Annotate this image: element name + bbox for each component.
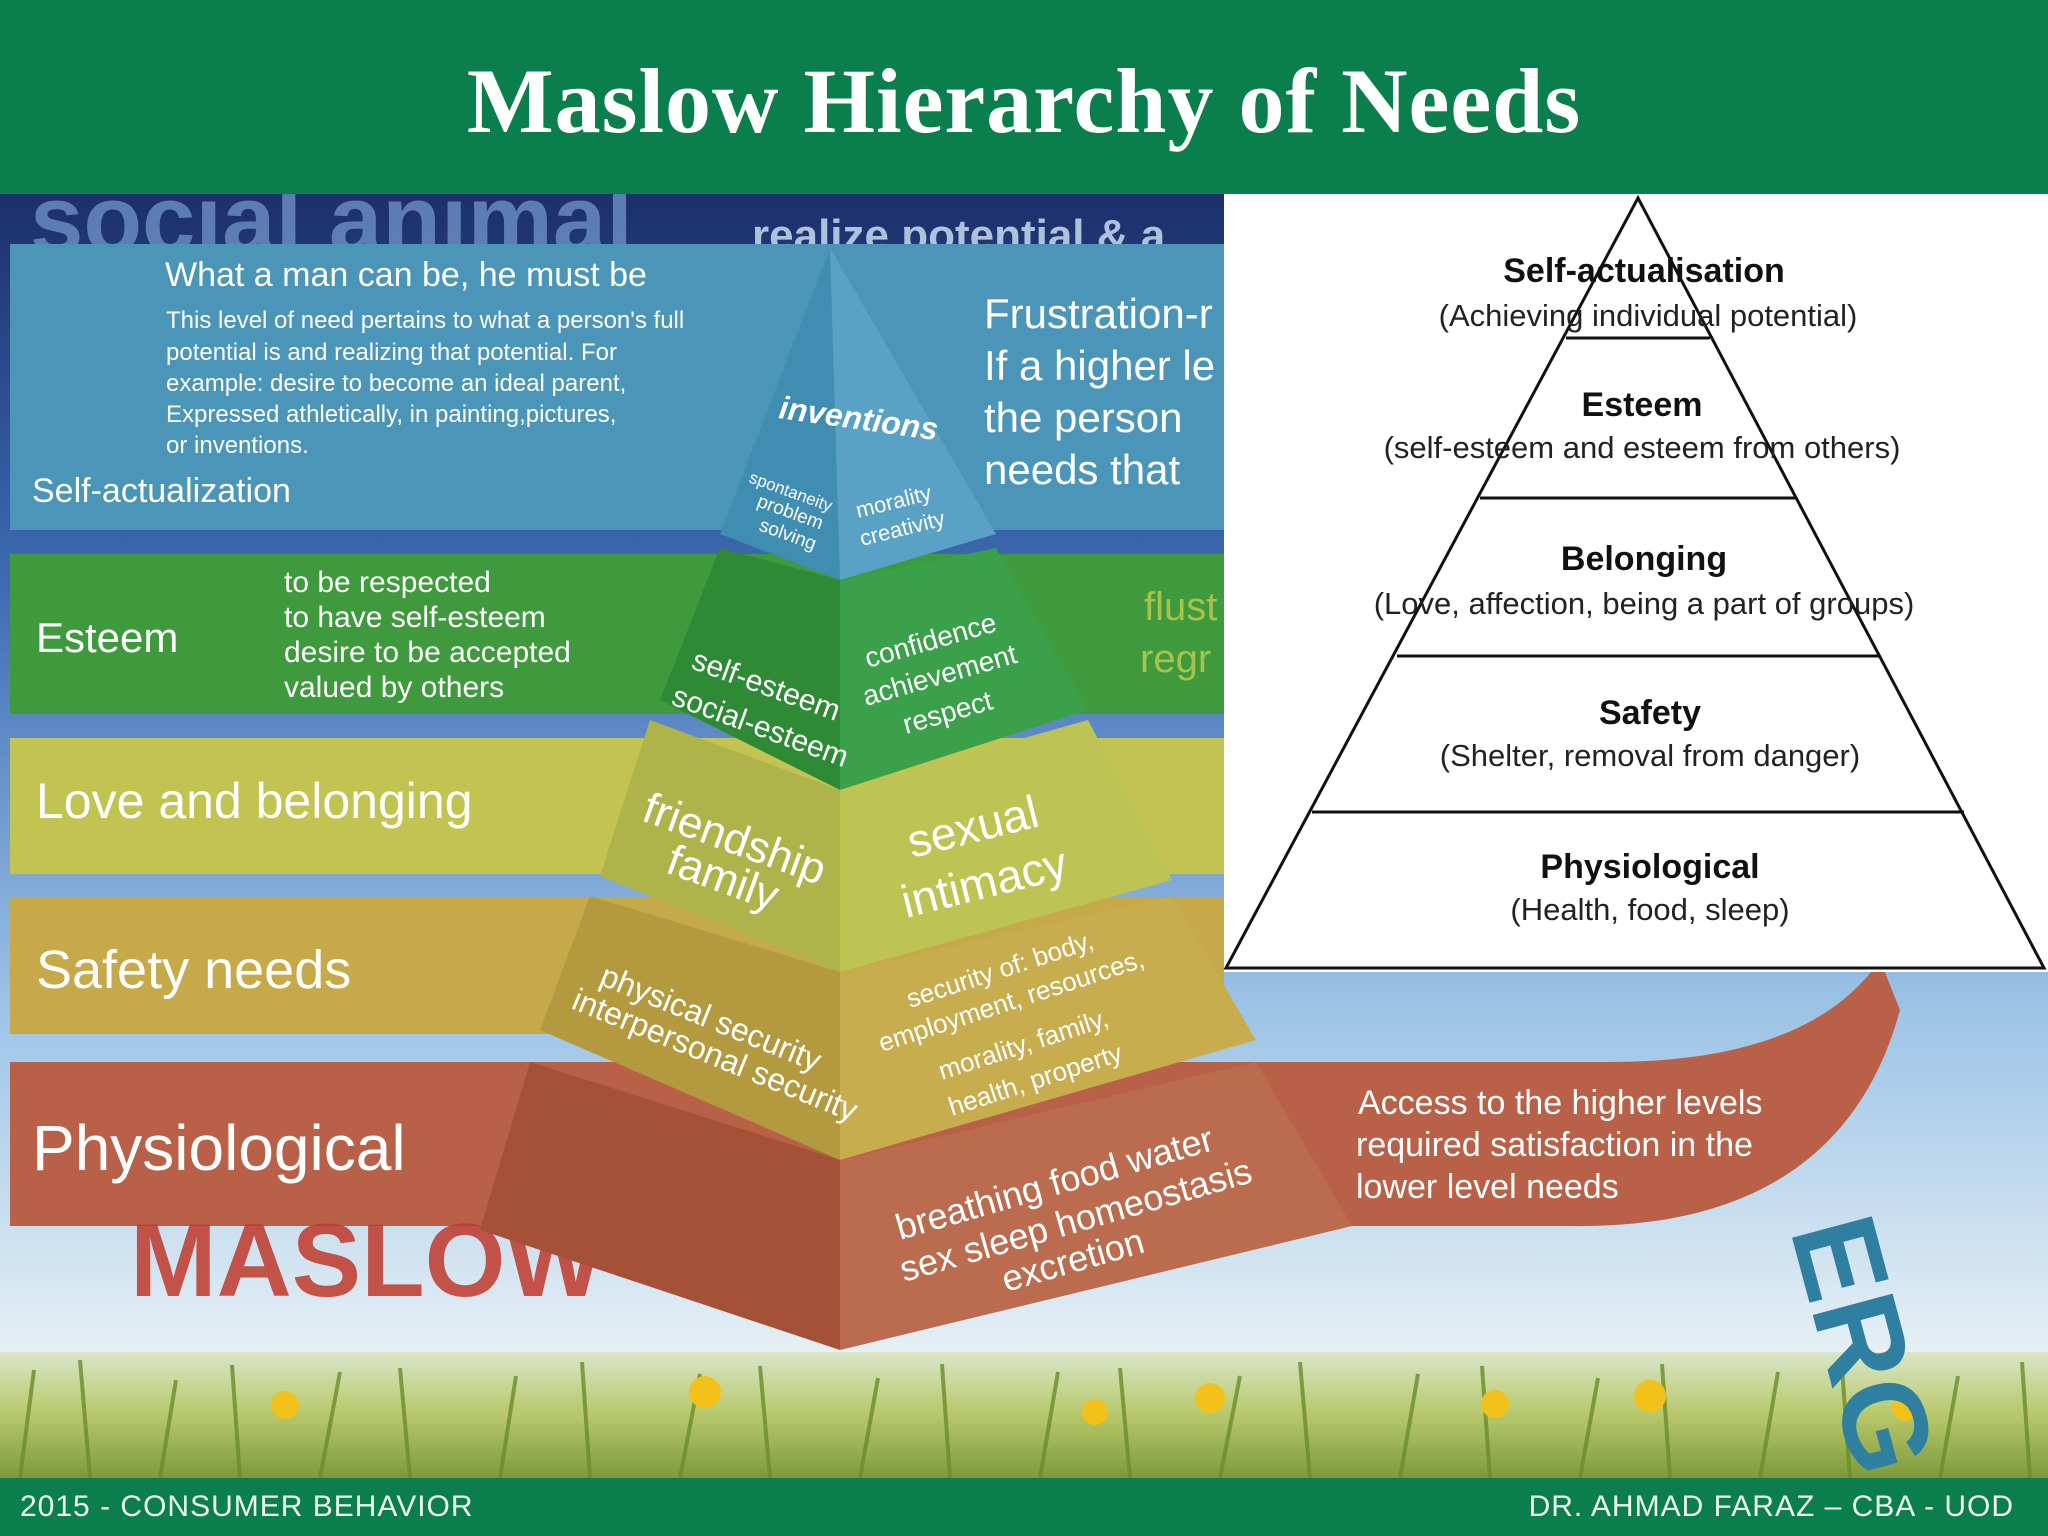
inset-tier-5-title: Physiological (1540, 848, 1759, 886)
self-actualization-body-1: This level of need pertains to what a pe… (166, 307, 684, 334)
inset-tier-2-title: Esteem (1582, 386, 1703, 424)
inset-tier-3-sub: (Love, affection, being a part of groups… (1374, 586, 1915, 621)
esteem-label: Esteem (36, 614, 178, 661)
inset-tier-1-title: Self-actualisation (1503, 252, 1785, 290)
esteem-item-3: desire to be accepted (284, 636, 571, 669)
love-label: Love and belonging (36, 773, 473, 829)
inset-tier-2-sub: (self-esteem and esteem from others) (1384, 430, 1901, 465)
footer-course: 2015 - CONSUMER BEHAVIOR (20, 1490, 474, 1523)
self-actualization-heading: What a man can be, he must be (165, 256, 647, 294)
central-pyramid (480, 248, 1352, 1350)
self-actualization-body-3: example: desire to become an ideal paren… (166, 370, 626, 397)
self-actualization-body-4: Expressed athletically, in painting,pict… (166, 401, 616, 428)
esteem-item-2: to have self-esteem (284, 601, 546, 634)
self-actualization-label: Self-actualization (32, 472, 291, 510)
inset-tier-4-sub: (Shelter, removal from danger) (1440, 738, 1860, 773)
physiological-label: Physiological (32, 1112, 406, 1184)
access-arrow-band (1224, 960, 1900, 1227)
band-self-actualization (10, 244, 1224, 530)
frustration-line-4: needs that (984, 446, 1180, 493)
inset-tier-3-title: Belonging (1561, 540, 1727, 578)
regr-text: regr (1140, 637, 1211, 681)
inset-pyramid (1223, 194, 2048, 972)
maslow-diagram: social animal realize potential & a ERG … (0, 194, 2048, 1478)
access-line-2: required satisfaction in the (1356, 1126, 1753, 1164)
yellow-flowers (271, 1376, 1918, 1425)
frustration-line-2: If a higher le (984, 342, 1215, 389)
grass-strip (0, 1352, 2048, 1478)
self-actualization-body-5: or inventions. (166, 432, 309, 459)
inset-tier-1-sub: (Achieving individual potential) (1439, 298, 1858, 333)
safety-label: Safety needs (36, 940, 351, 1000)
title-bar (0, 0, 2048, 194)
inset-tier-5-sub: (Health, food, sleep) (1510, 892, 1789, 927)
footer-bar (0, 1478, 2048, 1536)
frustration-line-1: Frustration-r (984, 290, 1213, 337)
access-line-1: Access to the higher levels (1358, 1084, 1762, 1122)
grass-blades (18, 1359, 2032, 1478)
footer-author: DR. AHMAD FARAZ – CBA - UOD (1528, 1490, 2014, 1523)
frustration-line-3: the person (984, 394, 1182, 441)
esteem-item-1: to be respected (284, 566, 491, 599)
esteem-item-4: valued by others (284, 671, 504, 704)
self-actualization-body-2: potential is and realizing that potentia… (166, 339, 617, 366)
slide-title: Maslow Hierarchy of Needs (466, 50, 1582, 152)
access-line-3: lower level needs (1356, 1168, 1619, 1206)
flust-text: flust (1144, 585, 1217, 629)
inset-tier-4-title: Safety (1599, 694, 1701, 732)
